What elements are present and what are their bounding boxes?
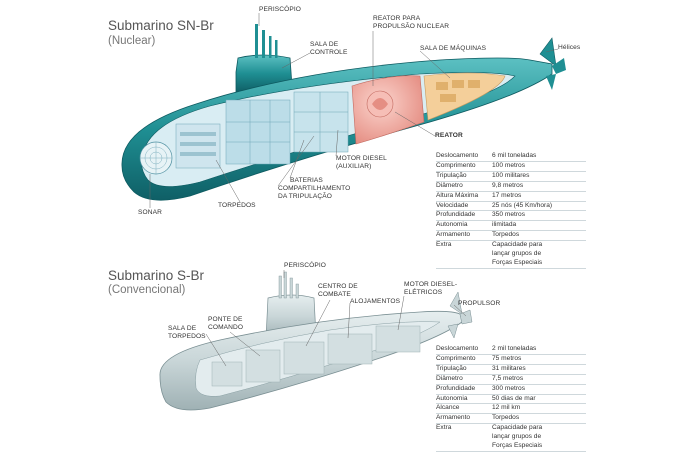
spec-value: 25 nós (45 Km/hora) bbox=[492, 201, 586, 212]
nuclear-tail-fin bbox=[539, 37, 557, 67]
nuclear-label-propellers: Hélices bbox=[558, 44, 581, 51]
spec-value: Capacidade para lançar grupos de Forças … bbox=[492, 240, 586, 269]
nuclear-control-room bbox=[225, 99, 291, 165]
conventional-bridge bbox=[245, 349, 281, 383]
conventional-title: Submarino S-Br bbox=[108, 268, 205, 283]
nuclear-label-crew-compartment: COMPARTILHAMENTO DA TRIPULAÇÃO bbox=[278, 185, 351, 200]
conventional-label-combat-center: CENTRO DE COMBATE bbox=[318, 283, 358, 298]
spec-value: 350 metros bbox=[492, 210, 586, 222]
spec-value: 100 militares bbox=[492, 171, 586, 182]
spec-key: Diâmetro bbox=[436, 181, 492, 192]
conventional-label-propulsor: PROPULSOR bbox=[458, 300, 501, 307]
conventional-diesel-engines bbox=[375, 325, 421, 353]
conventional-label-quarters: ALOJAMENTOS bbox=[350, 298, 401, 305]
nuclear-label-control-room: SALA DE CONTROLE bbox=[310, 41, 348, 56]
spec-key: Deslocamento bbox=[436, 152, 492, 162]
spec-key: Diâmetro bbox=[436, 374, 492, 385]
spec-key: Velocidade bbox=[436, 201, 492, 212]
spec-key: Armamento bbox=[436, 230, 492, 242]
spec-key: Profundidade bbox=[436, 384, 492, 395]
spec-value: 300 metros bbox=[492, 384, 586, 395]
spec-key: Armamento bbox=[436, 413, 492, 425]
nuclear-periscope-mast bbox=[255, 24, 258, 58]
nuclear-submarine bbox=[121, 24, 566, 201]
spec-key: Extra bbox=[436, 423, 492, 452]
spec-value: Torpedos bbox=[492, 413, 586, 425]
spec-key: Extra bbox=[436, 240, 492, 269]
nuclear-label-periscope: PERISCÓPIO bbox=[259, 6, 302, 13]
spec-value: 17 metros bbox=[492, 191, 586, 202]
spec-value: 75 metros bbox=[492, 354, 586, 365]
conventional-subtitle: (Convencional) bbox=[108, 284, 186, 296]
nuclear-crew-quarters bbox=[293, 91, 349, 153]
spec-key: Comprimento bbox=[436, 354, 492, 365]
spec-value: 12 mil km bbox=[492, 403, 586, 415]
conventional-combat-center bbox=[283, 341, 325, 375]
spec-value: Torpedos bbox=[492, 230, 586, 242]
conventional-label-bridge: PONTE DE COMANDO bbox=[208, 316, 244, 331]
spec-value: 50 dias de mar bbox=[492, 394, 586, 405]
spec-value: 9,8 metros bbox=[492, 181, 586, 192]
nuclear-leader-lines bbox=[149, 13, 559, 208]
conventional-label-torpedo-room: SALA DE TORPEDOS bbox=[168, 325, 206, 340]
conventional-submarine bbox=[159, 271, 473, 411]
conventional-quarters bbox=[327, 333, 373, 365]
nuclear-label-machinery-room: SALA DE MÁQUINAS bbox=[420, 45, 487, 52]
spec-value: 2 mil toneladas bbox=[492, 345, 586, 355]
spec-value: 7,5 metros bbox=[492, 374, 586, 385]
nuclear-title: Submarino SN-Br bbox=[108, 18, 214, 33]
conventional-label-periscope: PERISCÓPIO bbox=[284, 262, 327, 269]
conventional-torpedo-room bbox=[211, 361, 243, 387]
nuclear-label-reactor: REATOR bbox=[435, 132, 463, 139]
spec-key: Comprimento bbox=[436, 161, 492, 172]
spec-key: Tripulação bbox=[436, 171, 492, 182]
spec-key: Alcance bbox=[436, 403, 492, 415]
spec-key: Profundidade bbox=[436, 210, 492, 222]
spec-value: 31 militares bbox=[492, 364, 586, 375]
spec-key: Altura Máxima bbox=[436, 191, 492, 202]
spec-value: 100 metros bbox=[492, 161, 586, 172]
nuclear-label-reactor-propulsion: REATOR PARA PROPULSÃO NUCLEAR bbox=[373, 15, 450, 30]
conventional-periscope-mast bbox=[283, 271, 287, 299]
spec-key: Deslocamento bbox=[436, 345, 492, 355]
conventional-label-diesel-electric: MOTOR DIESEL- ELÉTRICOS bbox=[404, 281, 458, 296]
spec-value: 6 mil toneladas bbox=[492, 152, 586, 162]
spec-key: Autonomia bbox=[436, 220, 492, 232]
nuclear-label-sonar: SONAR bbox=[138, 209, 162, 216]
spec-key: Tripulação bbox=[436, 364, 492, 375]
spec-value: ilimitada bbox=[492, 220, 586, 232]
nuclear-label-batteries: BATERIAS bbox=[290, 177, 323, 184]
spec-value: Capacidade para lançar grupos de Forças … bbox=[492, 423, 586, 452]
conventional-leader-lines bbox=[205, 270, 467, 367]
spec-key: Autonomia bbox=[436, 394, 492, 405]
nuclear-label-diesel-engine: MOTOR DIESEL (AUXILIAR) bbox=[336, 155, 387, 170]
nuclear-subtitle: (Nuclear) bbox=[108, 35, 156, 47]
nuclear-label-torpedoes: TORPEDOS bbox=[218, 202, 256, 209]
